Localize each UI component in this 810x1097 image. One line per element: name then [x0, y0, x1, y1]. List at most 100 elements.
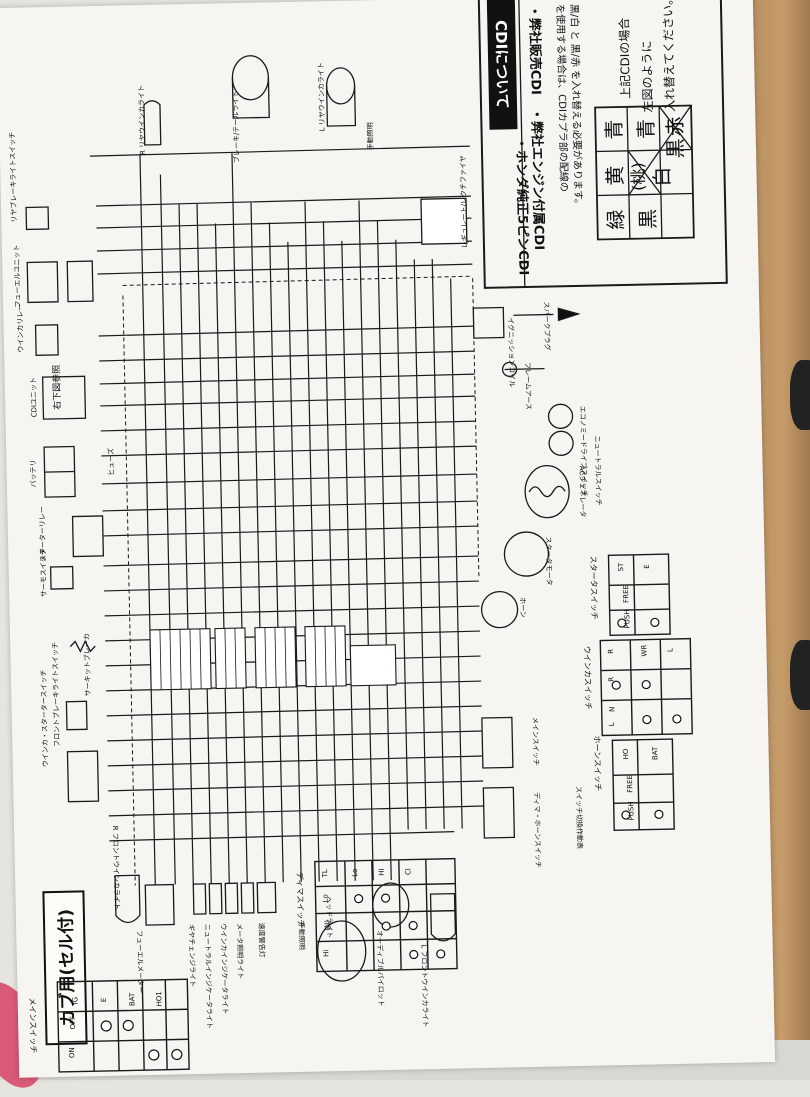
label-horn: ホーン [518, 597, 527, 618]
label-switch-table-title: スイッチ切換作動表 [574, 785, 584, 850]
dimmer-switch-row-label: (N) [323, 919, 332, 931]
frame-earth [504, 367, 545, 371]
label-ac-generator: ACジェネレータ [577, 465, 587, 518]
label-r-front-winker: R フロントウインカライト [111, 825, 121, 910]
fuel-meter [144, 883, 175, 926]
label-circuit-breaker: サーキットブレーカ [82, 633, 93, 697]
label-speed-warning: 速度警告灯 [257, 922, 266, 958]
winker-switch-row-label: N [608, 706, 617, 713]
label-rear-brake-switch: リヤブレーキライトスイッチ [8, 131, 19, 223]
neutral-switch [548, 430, 574, 456]
main-switch-col-header: E [99, 997, 108, 1003]
label-r-rear-winker: R リヤウインカライト [137, 84, 147, 156]
thermo-switch [49, 565, 74, 590]
spark-plug [513, 307, 581, 322]
starter-switch-col-header: E [642, 564, 651, 569]
label-head-light: ヘッドライト [324, 896, 334, 939]
grid-cell-4: 緑 [603, 209, 629, 230]
grid-cell-9: 赤 [662, 116, 688, 137]
label-cdi-ref: 右下図参照 [52, 364, 64, 410]
background-object [790, 640, 810, 710]
label-l-rear-winker: L リヤウインカライト [317, 62, 327, 132]
wiring-diagram-sheet: カブ用(セル付) CDIについて ・弊社販売CDI ・弊社エンジン付属CDI ・… [0, 0, 776, 1078]
grid-cell-6: 白 [649, 166, 675, 187]
label-neutral-switch: ニュートラルスイッチ [592, 435, 603, 506]
label-license-light: 手動照明 [366, 122, 375, 151]
label-l-front-winker: L フロントウインカライト [419, 944, 430, 1028]
l-front-winker [429, 892, 457, 942]
grid-cell-8: 黒 [663, 138, 688, 159]
label-fuse: ヒューズ [107, 447, 116, 476]
label-fuel-unit: フューエルユニット [12, 244, 23, 308]
main-switch [481, 716, 514, 769]
head-light [317, 920, 367, 982]
main-switch-row-label: OFF [68, 1015, 78, 1030]
main-switch-col-header: BAT [128, 992, 137, 1007]
circuit-breaker [69, 639, 96, 653]
main-switch-row-label: ON [68, 1047, 77, 1059]
grid-cell-5: 黒 [635, 208, 661, 230]
ignition-coil [472, 306, 505, 339]
dimmer-switch-row-label: Lo [321, 894, 330, 903]
horn [480, 590, 519, 629]
label-dimmer-horn: ディマ・ホーンスイッチ [532, 791, 543, 869]
table-horn-title: ホーンスイッチ [592, 735, 603, 792]
cdi-info-frame [477, 0, 728, 289]
dimmer-horn-switch [482, 786, 516, 839]
label-spark-plug: スパークプラグ [542, 301, 552, 351]
table-winker-title: ウインカスイッチ [582, 645, 593, 710]
grid-cell-1: 青 [601, 119, 627, 140]
label-starter-motor: スタータモータ [544, 536, 554, 586]
switch-tables [56, 553, 693, 1073]
auto-pilot [372, 882, 410, 928]
label-winker-relay: ウインカリレー [16, 303, 26, 353]
table-starter-title: スタータスイッチ [588, 555, 599, 620]
winker-switch-row-label: L [607, 722, 617, 727]
label-thermo-switch: サーモスイッチ [39, 548, 49, 598]
fuel-unit [26, 261, 59, 304]
ac-generator [524, 464, 570, 519]
starter-switch-col-header: ST [617, 562, 626, 572]
horn-switch-col-header: BAT [651, 746, 660, 761]
label-winker-indicator: ウインカインジケータライト [219, 923, 230, 1015]
table-main-title: メインスイッチ [27, 997, 38, 1054]
horn-switch-row-label: PUSH [627, 801, 636, 821]
winker-switch-col-header: WR [640, 644, 649, 657]
dimmer-switch-col-header: Lo [351, 868, 360, 877]
rear-brake-switch [25, 206, 50, 231]
label-battery: バッテリ [29, 459, 38, 488]
winker-switch-col-header: L [666, 648, 675, 653]
starter-motor [503, 531, 550, 577]
winker-switch-col-header: R [606, 648, 615, 654]
background-object [790, 360, 810, 430]
indicator-lamps [192, 881, 277, 915]
switch-contacts [100, 617, 682, 1061]
horn-switch-row-label: FREE [625, 774, 635, 793]
starter-relay [71, 515, 105, 558]
label-fuel-meter: フューエルメーター [135, 930, 145, 994]
dimmer-switch-col-header: Cl [404, 868, 413, 876]
main-switch-col-header: IG [71, 996, 80, 1005]
label-brake-tail: ブレーキ/テールライト [231, 90, 242, 164]
label-ignition-coil: イグニッションコイル [506, 317, 516, 388]
grid-cell-7: 青 [633, 118, 659, 140]
starter-switch-row-label: FREE [621, 585, 631, 603]
r-front-winker [114, 874, 141, 924]
label-main-switch: メインスイッチ [530, 716, 540, 766]
main-switch-col-header: HO1 [155, 991, 164, 1007]
horn-switch-col-header: HO [621, 748, 631, 760]
dimmer-switch-row-label: Hi [322, 949, 331, 958]
regulator-box [420, 197, 468, 245]
bulbs-top [143, 55, 357, 146]
winker-starter-switch [66, 750, 100, 803]
cdi-unit-box [41, 375, 87, 420]
winker-relay [34, 324, 59, 356]
winker-switch-row-label: R [607, 676, 616, 682]
label-gear-light: ギヤチェンジライト [187, 924, 197, 988]
label-regulator: レギュレート/レクチファイヤ [459, 155, 470, 249]
economy-switch [547, 403, 574, 429]
dimmer-switch-col-header: TL [321, 869, 330, 878]
dimmer-switch-col-header: HI [377, 868, 386, 876]
front-brake-switch [65, 700, 88, 731]
label-meter-light: メータ照明ライト [235, 923, 245, 980]
